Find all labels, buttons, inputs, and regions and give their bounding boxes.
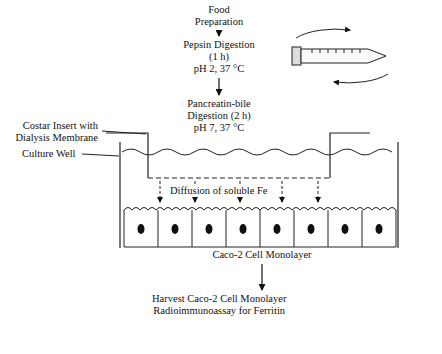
cell-monolayer: [124, 208, 396, 248]
flow-arrow: [261, 264, 262, 290]
diffusion-arrows: [160, 181, 318, 202]
step-text: Pancreatin-bile Digestion (2 h)pH 7, 37 …: [180, 97, 258, 135]
part-label: Culture Well: [22, 148, 82, 160]
liquid-surface: [122, 149, 392, 155]
step-text: Food Preparation: [187, 3, 251, 29]
flow-arrow: [218, 31, 219, 36]
step-text-line: Radioimmunoassay for Ferritin: [152, 305, 286, 317]
flow-arrow: [218, 78, 219, 95]
step-text-line: pH 7, 37 °C: [182, 122, 256, 134]
leader-line: [102, 131, 146, 134]
step-text-line: Food Preparation: [189, 4, 249, 28]
step-text-line: Pancreatin-bile Digestion (2 h): [182, 98, 256, 122]
culture-well: [106, 133, 398, 248]
step-text-line: Harvest Caco-2 Cell Monolayer: [152, 293, 286, 305]
step-text-line: pH 2, 37 °C: [183, 63, 255, 75]
part-label: Costar Insert with Dialysis Membrane: [2, 120, 98, 144]
dialysis-membrane: [148, 177, 330, 178]
step-text-line: Pepsin Digestion (1 h): [183, 39, 255, 63]
step-text: Harvest Caco-2 Cell MonolayerRadioimmuno…: [150, 292, 288, 318]
leader-line: [82, 154, 119, 156]
cell-monolayer-node: Caco-2 Cell Monolayer: [124, 203, 400, 262]
step-text-line: Caco-2 Cell Monolayer: [126, 249, 398, 261]
tube-illustration: [292, 29, 388, 83]
process-label: Diffusion of soluble Fe: [167, 185, 271, 197]
step-text: Pepsin Digestion (1 h)pH 2, 37 °C: [181, 38, 257, 76]
